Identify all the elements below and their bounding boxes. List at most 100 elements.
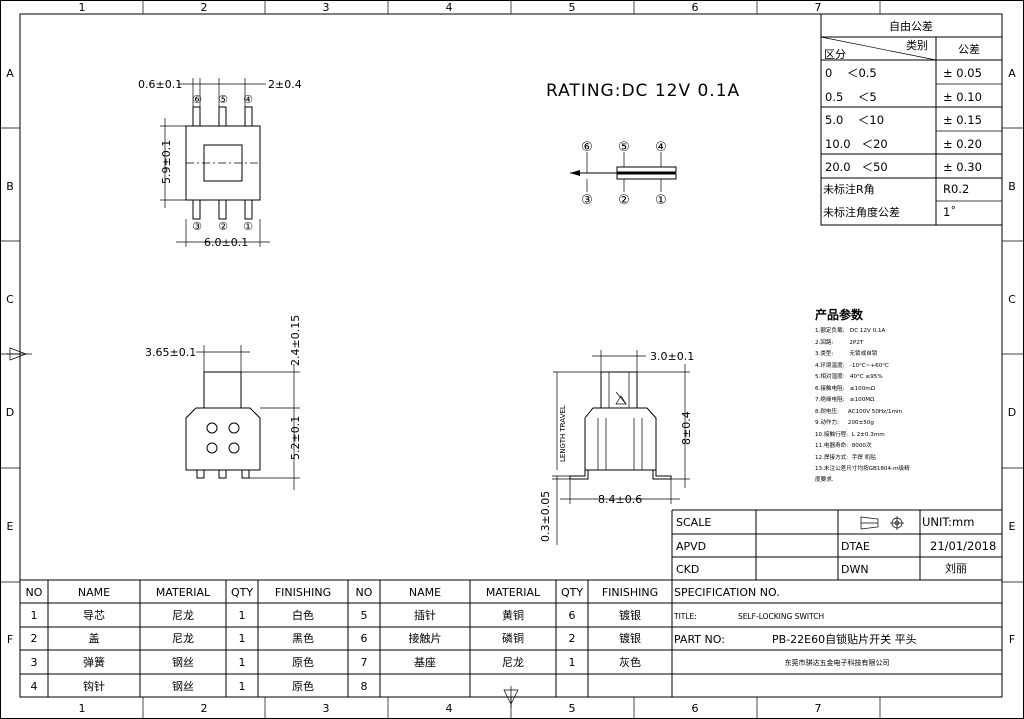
param-item: 9.动作力: 200±50g [815, 418, 874, 426]
dim-body-height: 5.9±0.1 [160, 140, 173, 184]
bom-cell: 接触片 [409, 631, 442, 645]
col-num: 3 [323, 1, 330, 14]
tolerance-angle-value: 1˚ [943, 204, 956, 219]
row-letter: D [1008, 406, 1016, 419]
tolerance-value: ± 0.30 [943, 160, 982, 174]
tolerance-range: 0.5 ＜5 [825, 90, 877, 104]
row-letters: A B C D E F A B C D E F [6, 67, 1016, 646]
tolerance-range: 5.0 ＜10 [825, 113, 884, 127]
pin-label: ⑤ [618, 140, 630, 155]
bom-header: MATERIAL [156, 586, 211, 599]
bom-cell: 钢丝 [172, 680, 194, 693]
row-letter: D [6, 406, 14, 419]
unit-label: UNIT:mm [922, 515, 974, 529]
title-block: SCALE UNIT:mm APVD DTAE 21/01/2018 CKD D… [671, 509, 1002, 697]
row-letter: E [1009, 520, 1016, 533]
title-label: TITLE: [673, 612, 697, 621]
dim-lead-width: 0.6±0.1 [138, 78, 182, 91]
row-letter: E [7, 520, 14, 533]
bom-cell: 钩针 [83, 679, 105, 693]
col-num: 2 [201, 1, 208, 14]
col-num: 4 [446, 1, 453, 14]
title-value: SELF-LOCKING SWITCH [738, 612, 824, 621]
front-view-knob [203, 371, 242, 409]
col-num: 1 [79, 1, 86, 14]
pin-label: ① [243, 220, 253, 233]
pin-label: ⑤ [218, 93, 228, 106]
col-num: 7 [815, 1, 822, 14]
bom-cell: 钢丝 [172, 656, 194, 669]
param-item: 12.焊接方式: 手焊 机贴 [815, 453, 876, 461]
company-name: 东莞市骐达五金电子科技有限公司 [785, 658, 890, 667]
row-letter: C [6, 293, 14, 306]
col-num: 5 [569, 1, 576, 14]
pin-label: ③ [192, 220, 202, 233]
dim-top-width: 3.0±0.1 [650, 350, 694, 363]
column-numbers: 1 2 3 4 5 6 7 1 2 3 4 5 6 7 [79, 1, 822, 715]
top-view: ⑥ ⑤ ④ ③ ② ① 0.6±0.1 2±0.4 5.9±0.1 6.0±0.… [138, 78, 302, 249]
bom-cell: 6 [361, 632, 368, 645]
bom-cell: 1 [239, 632, 246, 645]
bom-cell: 白色 [292, 608, 314, 622]
product-params: 产品参数 1.额定负载: DC 12V 0.1A 2.回路: 2P2T 3.类型… [815, 307, 910, 483]
rating-label: RATING:DC 12V 0.1A [546, 81, 740, 101]
tolerance-angle-label: 未标注角度公差 [823, 205, 900, 219]
row-letter: F [1009, 633, 1015, 646]
row-letter: B [6, 180, 14, 193]
side-view-body [584, 407, 657, 471]
tolerance-title: 自由公差 [889, 19, 933, 33]
dim-body-height: 5.2±0.1 [289, 416, 302, 460]
dim-knob-width: 3.65±0.1 [145, 346, 196, 359]
param-item: 7.绝缘电阻: ≥100MΩ [815, 395, 875, 403]
travel-label: LENGTH TRAVEL [559, 405, 567, 462]
dwn-label: DWN [841, 563, 869, 576]
pin-label: ⑥ [581, 140, 593, 155]
pin-label: ② [618, 193, 630, 208]
bom-cell: 灰色 [619, 655, 641, 669]
row-letter: A [1008, 67, 1016, 80]
row-letter: F [7, 633, 13, 646]
tolerance-col-tol: 公差 [958, 42, 980, 56]
dim-pitch: 2±0.4 [268, 78, 302, 91]
col-num: 6 [692, 1, 699, 14]
part-label: PART NO: [674, 633, 725, 646]
bom-header: NO [26, 586, 43, 599]
param-item: 1.额定负载: DC 12V 0.1A [815, 326, 886, 334]
bom-cell: 盖 [89, 631, 100, 645]
bom-table [20, 579, 672, 697]
bom-cell: 黄铜 [502, 608, 524, 622]
bom-cell: 原色 [292, 679, 314, 693]
bom-cell: 导芯 [83, 608, 105, 622]
ckd-label: CKD [676, 563, 699, 576]
tolerance-range: 20.0 ＜50 [825, 160, 888, 174]
bom-cell: 原色 [292, 655, 314, 669]
front-view: 3.65±0.1 2.4±0.15 5.2±0.1 [145, 315, 302, 490]
pin-label: ⑥ [192, 93, 202, 106]
bom-cell: 尼龙 [172, 609, 194, 622]
tolerance-value: ± 0.15 [943, 113, 982, 127]
row-letter: B [1008, 180, 1016, 193]
bom-cell: 弹簧 [83, 655, 105, 669]
tolerance-r-label: 未标注R角 [823, 182, 875, 196]
front-view-body [185, 407, 261, 471]
dim-total-height: 8±0.4 [680, 411, 693, 445]
schematic-symbol: ⑥ ⑤ ④ ③ ② ① [570, 140, 677, 208]
row-letter: C [1008, 293, 1016, 306]
dwn-value: 刘丽 [945, 562, 967, 575]
bom-cell: 8 [361, 680, 368, 693]
col-num: 4 [446, 702, 453, 715]
bom-cell: 黑色 [292, 631, 314, 645]
tolerance-range: 0 ＜0.5 [825, 66, 877, 80]
bom-cell: 1 [239, 680, 246, 693]
col-num: 5 [569, 702, 576, 715]
bom-cell: 尼龙 [172, 632, 194, 645]
bom-header: NAME [409, 586, 441, 599]
param-item: 4.环境温度: -10°C~+60°C [815, 361, 889, 369]
col-num: 6 [692, 702, 699, 715]
date-value: 21/01/2018 [930, 539, 996, 553]
bom-cell: 1 [239, 656, 246, 669]
apvd-label: APVD [676, 540, 706, 553]
param-item: 度要求. [815, 475, 834, 483]
